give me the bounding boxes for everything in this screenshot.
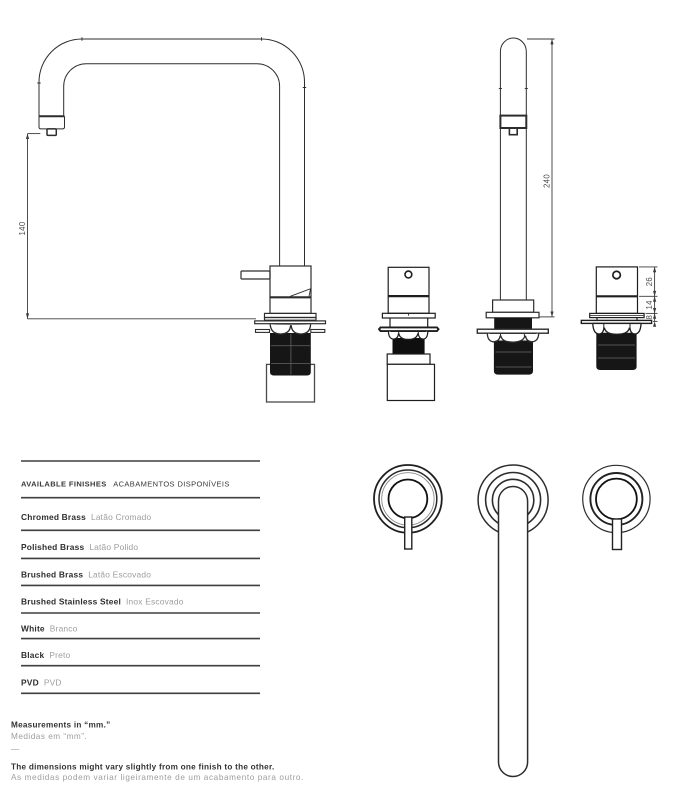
svg-text:The dimensions might vary slig: The dimensions might vary slightly from … bbox=[11, 762, 274, 771]
svg-text:140: 140 bbox=[18, 221, 27, 235]
svg-text:8: 8 bbox=[645, 315, 654, 320]
svg-text:Measurements in “mm.”: Measurements in “mm.” bbox=[11, 721, 110, 730]
svg-text:26: 26 bbox=[645, 277, 654, 286]
svg-text:Medidas em “mm”.: Medidas em “mm”. bbox=[11, 732, 87, 741]
svg-text:240: 240 bbox=[543, 174, 552, 188]
svg-text:As medidas podem variar ligeir: As medidas podem variar ligeiramente de … bbox=[11, 773, 304, 782]
svg-text:—: — bbox=[11, 745, 20, 754]
svg-text:14: 14 bbox=[645, 300, 654, 310]
